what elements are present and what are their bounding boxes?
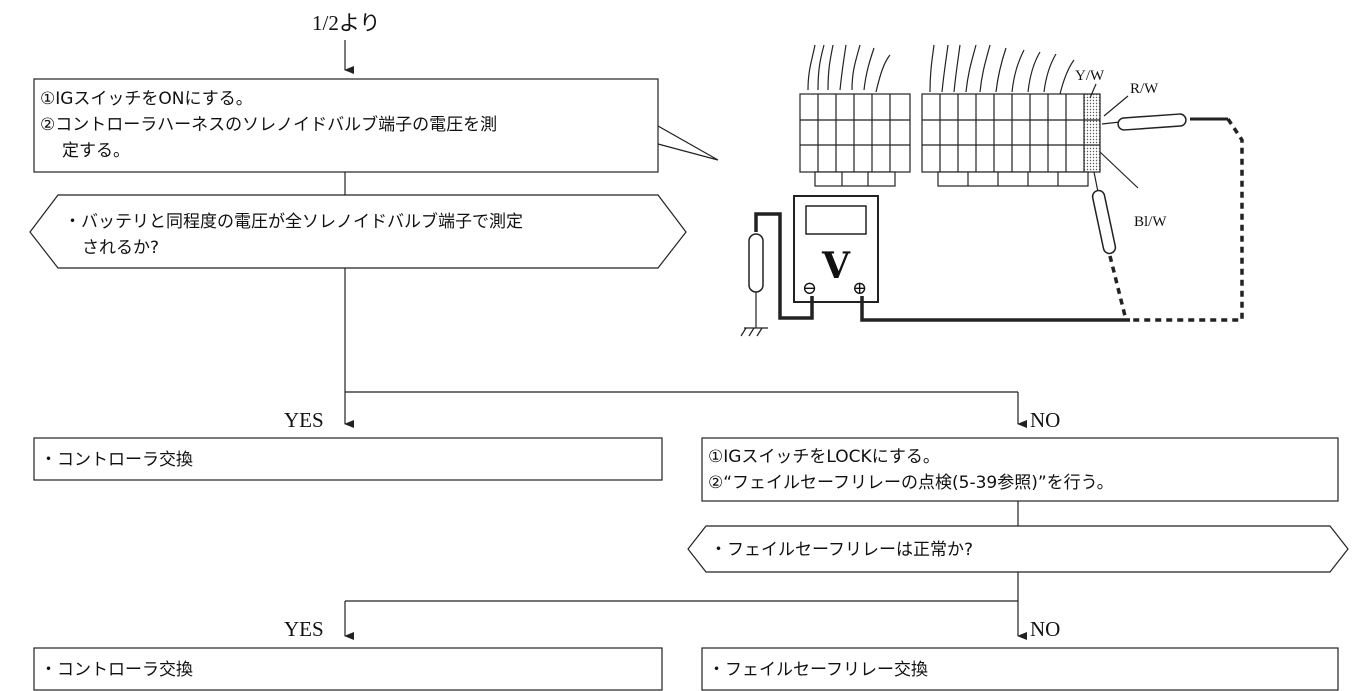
step2-box (701, 437, 1339, 502)
ground-probe (748, 233, 764, 293)
step1-line3: 定する。 (62, 141, 130, 161)
branch1-no-label: NO (1030, 408, 1060, 432)
question2-hexagon (687, 525, 1349, 573)
result-yes2-box (33, 647, 663, 691)
probe-upper (1117, 113, 1187, 131)
question1-line2: されるか? (82, 238, 159, 258)
result-yes2-text: ・コントローラ交換 (40, 660, 193, 680)
dotted-lead-lower (1108, 255, 1128, 321)
result-yes1-text: ・コントローラ交換 (40, 450, 193, 470)
from-label: 1/2より (312, 11, 380, 35)
question1-line1: ・バッテリと同程度の電圧が全ソレノイドバルブ端子で測定 (64, 211, 523, 232)
plus-terminal: ⊕ (852, 278, 867, 299)
wire-label-rw: R/W (1130, 81, 1159, 97)
step2-line2: ②“フェイルセーフリレーの点検(5-39参照)”を行う。 (708, 473, 1114, 493)
branch2-no-label: NO (1030, 617, 1060, 641)
dotted-lead-upper (1130, 118, 1244, 322)
step2-line1: ①IGスイッチをLOCKにする。 (708, 447, 940, 467)
terminal-highlight (1083, 93, 1101, 173)
voltmeter-display (805, 205, 867, 235)
voltmeter-symbol: V (821, 245, 851, 287)
result-no2-text: ・フェイルセーフリレー交換 (708, 660, 928, 680)
connector-block-left (799, 93, 911, 173)
harness-wires-left (807, 44, 891, 93)
probe-lower (1091, 189, 1117, 255)
question1-hexagon (29, 194, 687, 269)
step1-box (33, 78, 659, 173)
wire-label-yw: Y/W (1075, 68, 1105, 84)
result-yes1-box (33, 437, 663, 481)
result-no2-box (701, 647, 1339, 691)
branch1-yes-label: YES (284, 408, 324, 432)
step1-line1: ①IGスイッチをONにする。 (40, 89, 253, 109)
minus-terminal: ⊖ (802, 278, 817, 299)
connector-illustration: Y/W R/W Bl/W V ⊖ ⊕ (740, 44, 1244, 337)
callout-pointer (657, 125, 719, 161)
connector-block-right (921, 93, 1101, 173)
question2-text: ・フェイルセーフリレーは正常か? (710, 540, 973, 560)
lead-plus (860, 296, 1130, 322)
wire-label-blw: Bl/W (1134, 214, 1167, 230)
harness-wires-right (929, 44, 1075, 95)
lead-minus (754, 212, 814, 320)
branch2-yes-label: YES (284, 617, 324, 641)
step1-line2: ②コントローラハーネスのソレノイドバルブ端子の電圧を測 (40, 114, 497, 135)
